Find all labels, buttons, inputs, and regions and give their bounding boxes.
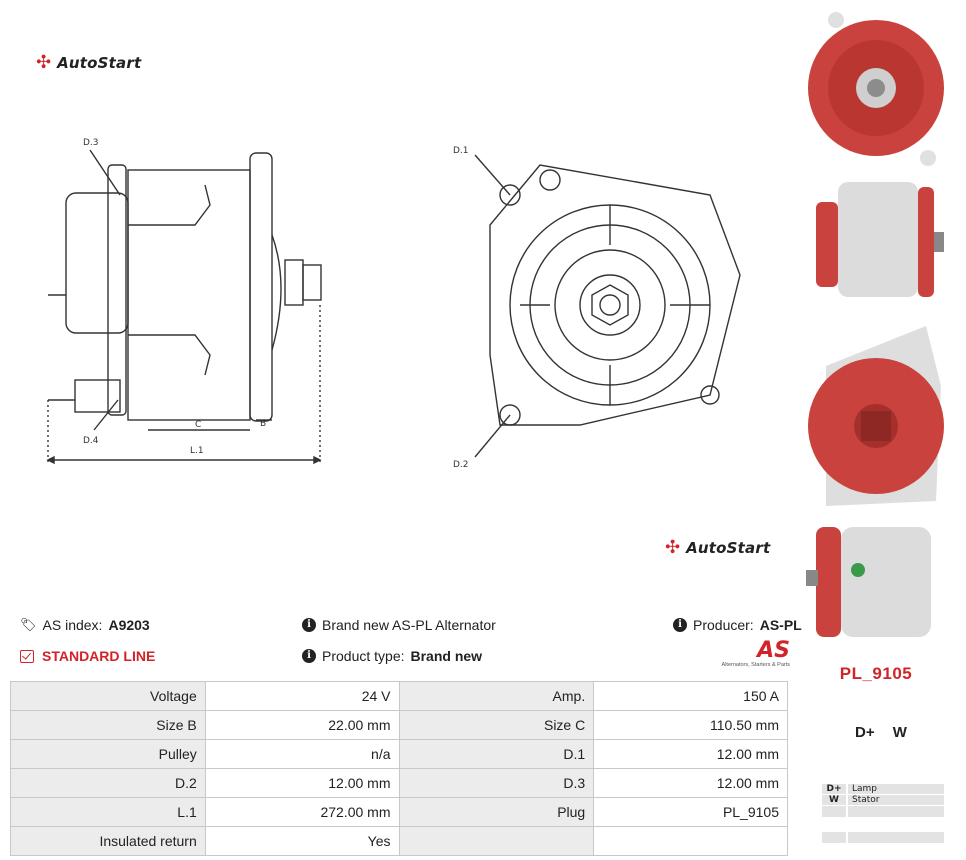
- spec-value: Yes: [204, 826, 400, 856]
- description-text: Brand new AS-PL Alternator: [322, 617, 496, 633]
- spec-value: 110.50 mm: [593, 710, 788, 740]
- spec-label: Insulated return: [10, 826, 206, 856]
- autostart-logo-icon: ✣: [36, 52, 52, 73]
- as-logo-mark: AS: [757, 638, 790, 663]
- spec-value: PL_9105: [593, 797, 788, 827]
- product-photo-rear-view: [808, 326, 944, 506]
- spec-value: 150 A: [593, 681, 788, 711]
- producer: i Producer: AS-PL: [673, 617, 802, 633]
- legend-desc: Lamp: [848, 784, 944, 794]
- spec-label: Size C: [398, 710, 595, 740]
- product-type-value: Brand new: [410, 648, 483, 664]
- legend-key: D+: [822, 784, 846, 794]
- spec-label: Amp.: [398, 681, 595, 711]
- info-icon: i: [302, 618, 316, 632]
- spec-value: [593, 826, 788, 856]
- spec-value: n/a: [204, 739, 400, 769]
- label-d4: D.4: [83, 436, 99, 446]
- spec-label: Pulley: [10, 739, 206, 769]
- plug-code: PL_9105: [839, 664, 913, 683]
- producer-label: Producer:: [693, 617, 754, 633]
- spec-label: Plug: [398, 797, 595, 827]
- brand-name: AutoStart: [57, 53, 142, 72]
- plug-terminals: D+ W: [855, 724, 907, 741]
- side-view: [46, 149, 322, 465]
- autostart-logo-secondary: ✣ AutoStart: [665, 537, 770, 558]
- legend-spacer: [822, 818, 944, 824]
- spec-value: 12.00 mm: [593, 739, 788, 769]
- legend-key: W: [822, 795, 846, 805]
- standard-line-label: STANDARD LINE: [42, 648, 156, 664]
- as-logo-tagline: Alternators, Starters & Parts: [721, 662, 790, 668]
- spec-label: D.1: [398, 739, 595, 769]
- as-index-value: A9203: [108, 617, 150, 633]
- as-index-label: AS index:: [42, 617, 103, 633]
- legend-row: D+ Lamp: [822, 784, 944, 794]
- standard-line-badge: STANDARD LINE: [20, 648, 155, 664]
- product-description: i Brand new AS-PL Alternator: [302, 617, 496, 633]
- spec-value: 12.00 mm: [593, 768, 788, 798]
- info-icon: i: [302, 649, 316, 663]
- brand-name: AutoStart: [686, 538, 771, 557]
- spec-value: 22.00 mm: [204, 710, 400, 740]
- autostart-logo: ✣ AutoStart: [36, 52, 141, 73]
- spec-value: 24 V: [204, 681, 400, 711]
- spec-label: [398, 826, 595, 856]
- spec-label: D.2: [10, 768, 206, 798]
- product-photo-side-view-2: [806, 527, 931, 637]
- product-type: i Product type: Brand new: [302, 648, 482, 664]
- check-square-icon: [20, 649, 34, 663]
- label-d3: D.3: [83, 138, 99, 148]
- spec-label: D.3: [398, 768, 595, 798]
- legend-row: W Stator: [822, 795, 944, 805]
- spec-value: 12.00 mm: [204, 768, 400, 798]
- label-c: C: [195, 420, 201, 430]
- label-l1: L.1: [190, 446, 204, 456]
- tags-icon: 🏷: [20, 617, 37, 632]
- as-index: 🏷 AS index: A9203: [20, 617, 150, 633]
- alternator-dimension-drawing: D.3 D.4 C B L.1 D.1 D.2: [46, 138, 741, 470]
- producer-value: AS-PL: [759, 617, 802, 633]
- label-d1: D.1: [453, 146, 469, 156]
- info-icon: i: [673, 618, 687, 632]
- label-b: B: [260, 419, 266, 429]
- plug-legend: D+ Lamp W Stator: [822, 784, 944, 844]
- legend-desc: Stator: [848, 795, 944, 805]
- product-photo-pulley-view: [808, 12, 944, 166]
- spec-label: Size B: [10, 710, 206, 740]
- spec-label: Voltage: [10, 681, 206, 711]
- spec-value: 272.00 mm: [204, 797, 400, 827]
- legend-row-empty: [822, 832, 944, 843]
- product-type-label: Product type:: [322, 648, 405, 664]
- legend-row-empty: [822, 806, 944, 817]
- spec-label: L.1: [10, 797, 206, 827]
- autostart-logo-icon: ✣: [665, 537, 681, 558]
- front-view: [474, 154, 741, 458]
- label-d2: D.2: [453, 460, 469, 470]
- product-photo-side-view: [816, 182, 944, 297]
- as-pl-logo: AS Alternators, Starters & Parts: [704, 638, 790, 669]
